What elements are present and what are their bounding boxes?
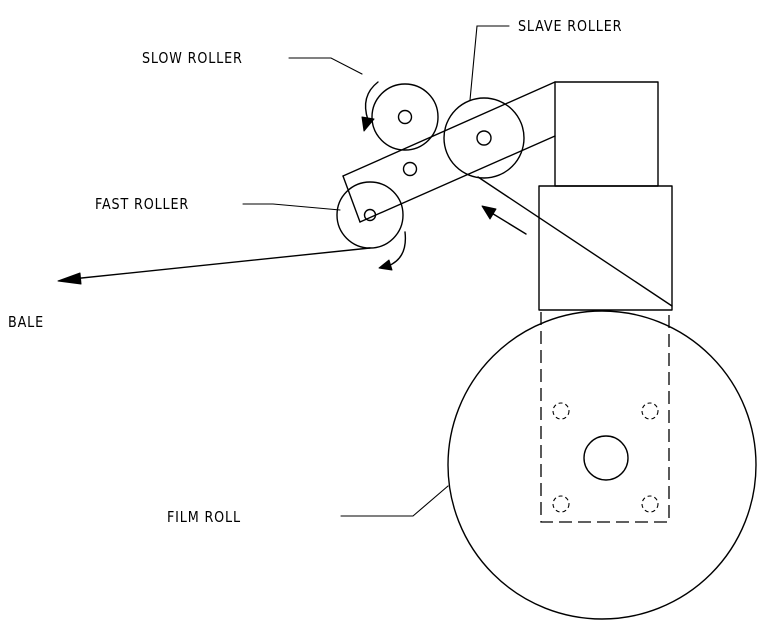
film-direction-arrow: [481, 205, 527, 235]
upper-mast: [554, 81, 659, 187]
bolt-hole: [641, 402, 659, 420]
bolt-hole: [552, 402, 570, 420]
film-path: [477, 176, 673, 307]
film-roll: [447, 310, 757, 620]
bale-arrow: [57, 247, 371, 285]
film-roll-hub: [583, 435, 629, 481]
label-bale: BALE: [8, 314, 44, 331]
hidden-bracket: [540, 312, 670, 523]
label-fast-roller: FAST ROLLER: [95, 196, 189, 213]
fast-roller: [336, 181, 404, 249]
label-film-roll: FILM ROLL: [167, 509, 241, 526]
label-slow-roller: SLOW ROLLER: [142, 50, 243, 67]
bolt-hole: [641, 495, 659, 513]
lower-mast: [538, 185, 673, 311]
leader-lines: [242, 25, 510, 517]
bolt-hole: [552, 495, 570, 513]
fast-roller-rotation-arrow: [378, 231, 407, 271]
slow-roller-rotation-arrow: [361, 81, 379, 132]
arm-pivot-hole: [402, 161, 418, 177]
label-slave-roller: SLAVE ROLLER: [518, 18, 622, 35]
slave-roller: [443, 97, 525, 179]
slow-roller: [371, 83, 439, 151]
